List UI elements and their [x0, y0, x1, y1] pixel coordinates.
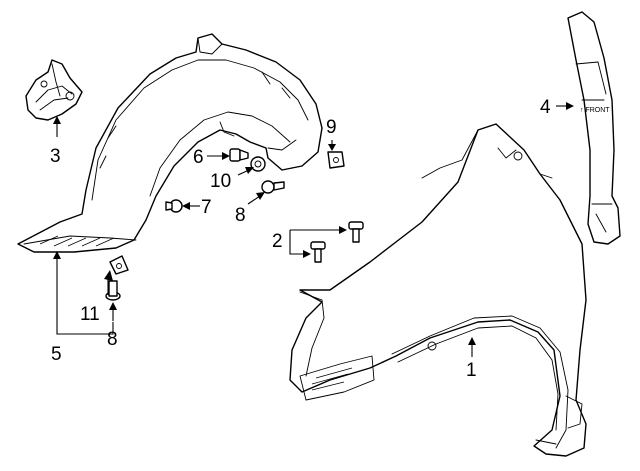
- leader-lines: [53, 102, 574, 357]
- callout-10: 10: [210, 171, 231, 192]
- bracket-part[interactable]: [25, 59, 83, 121]
- callout-1: 1: [466, 360, 477, 381]
- front-marking: ↑ FRONT: [580, 107, 610, 114]
- air-deflector-part[interactable]: ↑ FRONT: [567, 11, 621, 245]
- bolt-part-8a[interactable]: [261, 180, 285, 194]
- callout-8-lower: 8: [107, 329, 118, 350]
- bolt-part-2-lower[interactable]: [310, 241, 326, 263]
- callout-5: 5: [51, 344, 62, 365]
- clip-part-6[interactable]: [229, 148, 249, 162]
- callout-6: 6: [193, 147, 204, 168]
- callout-labels: 3 6 10 8 7 9 2 4 1 11 8 5: [50, 97, 551, 381]
- bolt-part-8b[interactable]: [105, 280, 121, 301]
- callout-2: 2: [272, 231, 283, 252]
- nut-part-11[interactable]: [109, 255, 129, 275]
- nut-part-9[interactable]: [327, 151, 345, 169]
- screw-part-7[interactable]: [165, 199, 183, 213]
- fender-part[interactable]: [289, 123, 587, 457]
- callout-9: 9: [326, 117, 337, 138]
- callout-3: 3: [50, 146, 61, 167]
- nut-part-10[interactable]: [250, 156, 266, 172]
- wheelhouse-liner-part[interactable]: [17, 33, 323, 253]
- callout-11: 11: [80, 304, 100, 325]
- callout-8-upper: 8: [235, 205, 246, 226]
- bolt-part-2-upper[interactable]: [348, 221, 364, 243]
- callout-4: 4: [540, 97, 551, 118]
- callout-7: 7: [201, 197, 212, 218]
